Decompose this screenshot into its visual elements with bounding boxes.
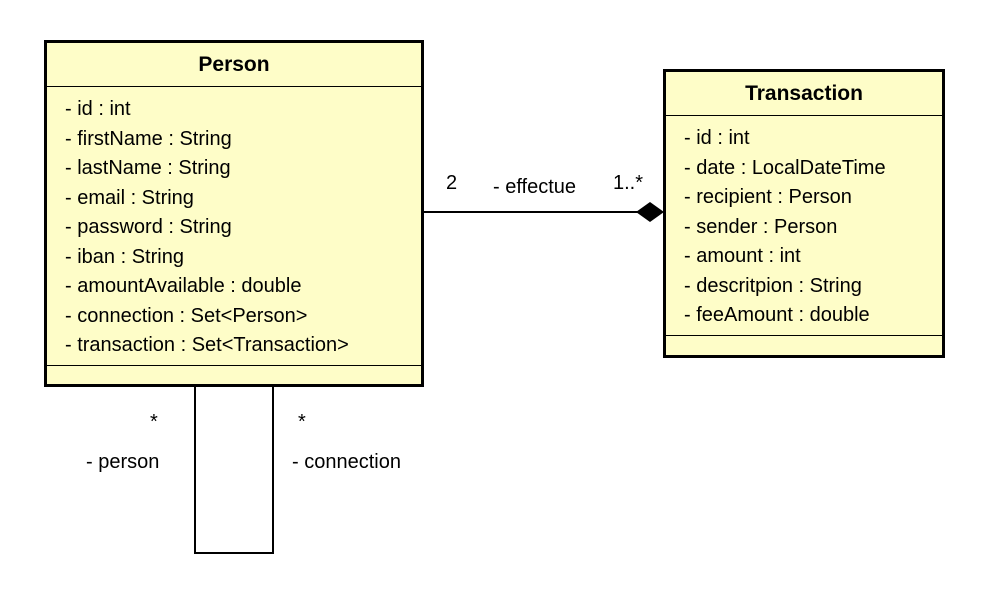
attribute: - amountAvailable : double xyxy=(65,275,302,297)
self-association-line xyxy=(194,387,274,554)
class-name-person: Person xyxy=(47,43,421,87)
attribute: - email : String xyxy=(65,186,194,209)
multiplicity-self-left: * xyxy=(150,411,158,433)
attribute: - lastName : String xyxy=(65,157,231,179)
attribute: - date : LocalDateTime xyxy=(684,156,886,179)
attribute: - iban : String xyxy=(65,245,184,268)
class-transaction[interactable]: Transaction - id : int - date : LocalDat… xyxy=(663,69,945,358)
attribute: - descritpion : String xyxy=(684,274,862,297)
attribute: - feeAmount : double xyxy=(684,304,870,326)
attribute-list-transaction: - id : int - date : LocalDateTime - reci… xyxy=(666,116,942,336)
attribute: - sender : Person xyxy=(684,215,838,238)
method-compartment-transaction xyxy=(666,336,942,354)
attribute: - password : String xyxy=(65,216,232,238)
multiplicity-person-effectue: 2 xyxy=(446,172,458,194)
role-effectue: - effectue xyxy=(493,176,577,198)
attribute: - id : int xyxy=(65,98,131,120)
attribute: - transaction : Set<Transaction> xyxy=(65,334,349,356)
attribute-list-person: - id : int - firstName : String - lastNa… xyxy=(47,87,421,366)
attribute: - id : int xyxy=(684,127,750,149)
class-name-transaction: Transaction xyxy=(666,72,942,116)
multiplicity-self-right: * xyxy=(298,411,306,433)
role-person: - person xyxy=(86,451,160,473)
attribute: - connection : Set<Person> xyxy=(65,304,308,327)
attribute: - recipient : Person xyxy=(684,186,852,208)
role-connection: - connection xyxy=(292,451,401,473)
attribute: - amount : int xyxy=(684,245,801,267)
class-person[interactable]: Person - id : int - firstName : String -… xyxy=(44,40,424,387)
method-compartment-person xyxy=(47,366,421,384)
multiplicity-transaction-effectue: 1..* xyxy=(613,172,644,194)
attribute: - firstName : String xyxy=(65,127,232,150)
composition-diamond xyxy=(636,202,664,222)
